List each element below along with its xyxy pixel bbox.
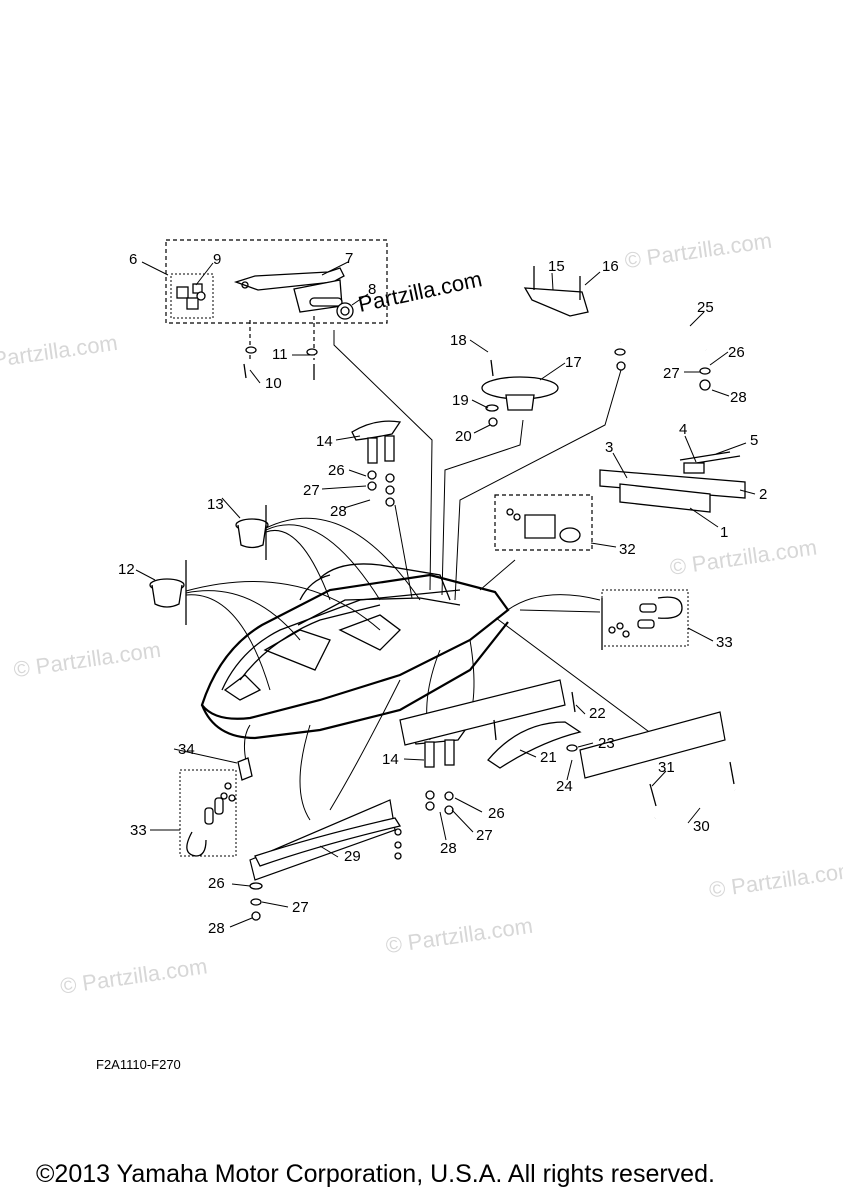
callout-27: 27 (476, 827, 493, 844)
part-33-eye-right (608, 596, 683, 638)
watermark: © Partzilla.com (623, 228, 773, 273)
callout-28: 28 (730, 389, 747, 406)
callout-12: 12 (118, 561, 135, 578)
diagram-code: F2A1110-F270 (96, 1057, 181, 1072)
callout-9: 9 (213, 251, 221, 268)
callout-28: 28 (440, 840, 457, 857)
callout-8: 8 (368, 281, 376, 298)
callout-10: 10 (265, 375, 282, 392)
hardware-lower-left (249, 828, 402, 921)
callout-leaders (135, 261, 756, 928)
callout-28: 28 (208, 920, 225, 937)
callout-15: 15 (548, 258, 565, 275)
callout-33: 33 (716, 634, 733, 651)
watermark: © Partzilla.com (668, 535, 818, 580)
callout-28: 28 (330, 503, 347, 520)
callout-14: 14 (316, 433, 333, 450)
part-25-rail (614, 314, 711, 391)
band-arrow-21 (399, 679, 566, 746)
callout-27: 27 (663, 365, 680, 382)
band-arrow-30 (579, 711, 726, 779)
callout-32: 32 (619, 541, 636, 558)
callout-27: 27 (303, 482, 320, 499)
watermark: © Partzilla.com (384, 913, 534, 958)
part-8-cap (336, 302, 354, 320)
callout-24: 24 (556, 778, 573, 795)
callout-11: 11 (272, 346, 288, 363)
callout-21: 21 (540, 749, 557, 766)
callout-5: 5 (750, 432, 758, 449)
callout-18: 18 (450, 332, 467, 349)
watermark: © Partzilla.com (0, 330, 119, 375)
part-15-handle (523, 266, 589, 317)
part-13-cupholder (235, 518, 269, 549)
callout-23: 23 (598, 735, 615, 752)
assembly-box-32 (494, 494, 593, 551)
part-29-trim (254, 817, 402, 867)
assembly-box-9 (170, 273, 214, 319)
part-32-light (506, 508, 581, 543)
part-10-11-screws (243, 316, 318, 380)
callout-26: 26 (488, 805, 505, 822)
callout-27: 27 (292, 899, 309, 916)
callout-7: 7 (345, 250, 353, 267)
callout-33: 33 (130, 822, 147, 839)
watermark: © Partzilla.com (707, 857, 843, 902)
watermark: © Partzilla.com (59, 953, 209, 998)
callout-17: 17 (565, 354, 582, 371)
callout-30: 30 (693, 818, 710, 835)
copyright-notice: ©2013 Yamaha Motor Corporation, U.S.A. A… (36, 1160, 715, 1188)
callout-26: 26 (328, 462, 345, 479)
callout-26: 26 (728, 344, 745, 361)
callout-26: 26 (208, 875, 225, 892)
callout-22: 22 (589, 705, 606, 722)
callout-6: 6 (129, 251, 137, 268)
callout-14: 14 (382, 751, 399, 768)
part-14-cleat-upper (351, 420, 402, 507)
part-9-grommets (176, 283, 206, 310)
callout-16: 16 (602, 258, 619, 275)
callout-34: 34 (178, 741, 195, 758)
part-34-bracket (237, 757, 253, 781)
callout-1: 1 (720, 524, 728, 541)
watermarks: © Partzilla.com © Partzilla.com © Partzi… (0, 228, 843, 999)
part-7-bracket (233, 267, 345, 313)
part-1-5-rail (599, 451, 746, 513)
part-17-plate (481, 359, 559, 427)
leader-lines (185, 330, 661, 821)
part-12-cupholder (149, 578, 185, 608)
callout-20: 20 (455, 428, 472, 445)
part-21-step (487, 691, 582, 769)
callout-19: 19 (452, 392, 469, 409)
callout-25: 25 (697, 299, 714, 316)
callout-29: 29 (344, 848, 361, 865)
assembly-box-33-left (179, 769, 237, 857)
callout-13: 13 (207, 496, 224, 513)
callout-4: 4 (679, 421, 687, 438)
part-30-handle (649, 761, 736, 821)
boat-hull (200, 563, 510, 740)
part-33-eye-left (186, 782, 236, 857)
callout-31: 31 (658, 759, 675, 776)
assembly-box-7-9 (165, 239, 388, 324)
watermark: © Partzilla.com (12, 637, 162, 682)
callout-labels: 6 9 7 8 11 10 15 16 18 17 19 20 25 26 27… (118, 250, 767, 937)
callout-2: 2 (759, 486, 767, 503)
callout-3: 3 (605, 439, 613, 456)
